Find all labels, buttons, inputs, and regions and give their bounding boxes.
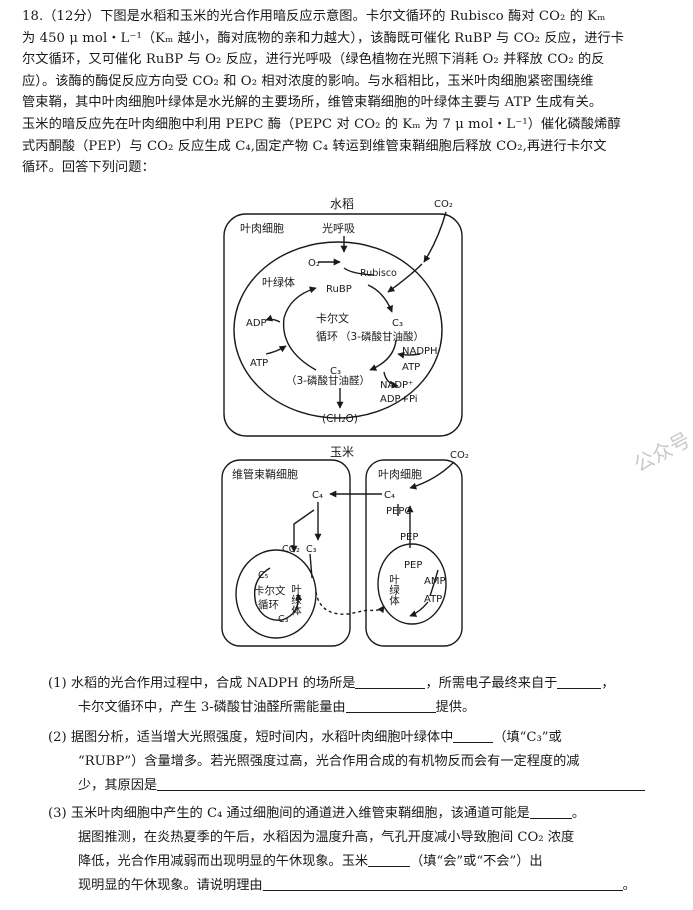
corn-title: 玉米 (330, 445, 354, 459)
q2-line-2: “RUBP”）含量增多。若光照强度过高，光合作用合成的有机物反而会有一定程度的减 (48, 750, 678, 774)
q2-blank-substance[interactable] (453, 728, 494, 743)
corn-bundle-chloroplast-label: 叶绿体 (290, 584, 302, 616)
q3-text: 降低，光合作用减弱而出现明显的午休现象。玉米 (78, 854, 369, 869)
corn-co2-arrow (409, 461, 455, 490)
corn-mesophyll-cell (365, 459, 463, 647)
corn-c4-left-label: C₄ (312, 490, 323, 501)
corn-c3-b-label: C₃ (278, 614, 289, 625)
rice-c3-top-note: （3-磷酸甘油酸） (340, 330, 424, 343)
rice-nadph-label: NADPH (402, 346, 438, 357)
intro-line: 尔文循环，又可催化 RuBP 与 O₂ 反应，进行光呼吸（绿色植物在光照下消耗 … (22, 52, 605, 68)
q3-blank-reason[interactable] (262, 876, 623, 891)
q1-text: (1) 水稻的光合作用过程中，合成 NADPH 的场所是 (48, 676, 356, 691)
intro-line: 18.（12分）下图是水稻和玉米的光合作用暗反应示意图。卡尔文循环的 Rubis… (22, 9, 606, 24)
rice-o2-label: O₂ (308, 258, 320, 269)
q3-blank-channel[interactable] (529, 804, 572, 819)
q3-line-3: 降低，光合作用减弱而出现明显的午休现象。玉米 （填“会”或“不会”）出 (48, 850, 678, 874)
rice-co2-arrow (423, 211, 447, 263)
q2-text: “RUBP”）含量增多。若光照强度过高，光合作用合成的有机物反而会有一定程度的减 (78, 754, 580, 769)
rice-adp-label: ADP (246, 318, 267, 329)
corn-mesophyll-chloroplast-label: 叶绿体 (388, 574, 400, 606)
q3-text: 。 (622, 878, 636, 893)
rice-mesophyll-label: 叶肉细胞 (240, 222, 284, 235)
corn-mesophyll-chloroplast (377, 543, 447, 625)
corn-co2-label: CO₂ (450, 450, 469, 461)
rice-chloroplast-label: 叶绿体 (262, 275, 295, 289)
vertical-label: 叶绿体 (290, 584, 302, 616)
question-3: (3) 玉米叶肉细胞中产生的 C₄ 通过细胞间的通道进入维管束鞘细胞，该通道可能… (48, 802, 678, 898)
rice-title: 水稻 (330, 197, 354, 211)
rice-photorespiration-label: 光呼吸 (322, 221, 355, 235)
intro-line: 循环。回答下列问题： (22, 160, 155, 176)
q3-line-1: (3) 玉米叶肉细胞中产生的 C₄ 通过细胞间的通道进入维管束鞘细胞，该通道可能… (48, 802, 678, 826)
rice-adp-pi-label: ADP+Pi (380, 394, 418, 405)
corn-pepc-label: PEPC (386, 506, 411, 517)
q1-blank-electron[interactable] (557, 674, 602, 689)
question-1: (1) 水稻的光合作用过程中，合成 NADPH 的场所是，所需电子最终来自于， … (48, 672, 678, 720)
q3-text: 现明显的午休现象。请说明理由 (78, 878, 263, 893)
corn-c4-right-label: C₄ (384, 490, 395, 501)
question-intro: 18.（12分）下图是水稻和玉米的光合作用暗反应示意图。卡尔文循环的 Rubis… (22, 6, 674, 179)
corn-bundle-sheath-label: 维管束鞘细胞 (232, 467, 298, 481)
corn-amp-label: AMP (424, 576, 446, 587)
q3-blank-yes-no[interactable] (368, 852, 411, 867)
corn-c3-a-label: C₃ (306, 544, 317, 555)
rice-rubp-label: RuBP (326, 284, 352, 295)
corn-mesophyll-label: 叶肉细胞 (378, 468, 422, 481)
rice-co2-label: CO₂ (434, 199, 453, 210)
q1-line-1: (1) 水稻的光合作用过程中，合成 NADPH 的场所是 ，所需电子最终来自于 ， (48, 672, 678, 696)
rice-atp-right-label: ATP (402, 362, 420, 373)
rice-calvin-label-1: 卡尔文 (316, 311, 349, 325)
corn-atp-label: ATP (424, 594, 442, 605)
corn-bundle-sheath-cell (221, 459, 351, 647)
q1-text: 卡尔文循环中，产生 3-磷酸甘油醛所需能量由 (78, 700, 346, 715)
q1-text: ， (601, 676, 615, 691)
q3-line-4: 现明显的午休现象。请说明理由 。 (48, 874, 678, 898)
q2-text: 少，其原因是 (78, 778, 158, 793)
q3-text: （填“会”或“不会”）出 (410, 854, 543, 869)
q2-text: (2) 据图分析，适当增大光照强度，短时间内，水稻叶肉细胞叶绿体中 (48, 730, 454, 745)
rice-chloroplast (233, 241, 443, 419)
rice-c3-bottom-note: （3-磷酸甘油醛） (286, 374, 370, 387)
intro-line: 式丙酮酸（PEP）与 CO₂ 反应生成 C₄,固定产物 C₄ 转运到维管束鞘细胞… (22, 138, 607, 154)
q1-text: ，所需电子最终来自于 (425, 676, 558, 691)
q1-text: 提供。 (435, 700, 476, 715)
corn-pep-out-label: PEP (400, 532, 418, 543)
rice-regeneration-arrow (282, 286, 317, 371)
rice-atp-left-label: ATP (250, 358, 268, 369)
q2-blank-reason[interactable] (157, 776, 646, 791)
intro-line: 管束鞘，其中叶肉细胞叶绿体是水光解的主要场所，维管束鞘细胞的叶绿体主要与 ATP… (22, 95, 603, 111)
rice-c3-top-label: C₃ (392, 318, 403, 329)
rice-rubp-to-c3-arrow (367, 284, 393, 313)
q2-line-3: 少，其原因是 (48, 774, 678, 798)
q3-line-2: 据图推测，在炎热夏季的午后，水稻因为温度升高，气孔开度减小导致胞间 CO₂ 浓度 (48, 826, 678, 850)
corn-co2-inner-label: CO₂ (282, 544, 300, 555)
intro-line: 应）。该酶的酶促反应方向受 CO₂ 和 O₂ 相对浓度的影响。与水稻相比，玉米叶… (22, 73, 594, 89)
q1-blank-energy[interactable] (345, 698, 436, 713)
q3-text: 。 (571, 806, 586, 821)
corn-calvin-label-1: 卡尔文 (254, 584, 286, 597)
q2-text: （填“C₃”或 (493, 730, 562, 745)
q1-line-2: 卡尔文循环中，产生 3-磷酸甘油醛所需能量由 提供。 (48, 696, 678, 720)
q3-text: (3) 玉米叶肉细胞中产生的 C₄ 通过细胞间的通道进入维管束鞘细胞，该通道可能… (48, 806, 530, 821)
rice-nadp-label: NADP⁺ (380, 380, 413, 391)
rice-rubisco-label: Rubisco (360, 268, 397, 279)
corn-pep-in-label: PEP (404, 560, 422, 571)
rice-mesophyll-cell (223, 213, 463, 437)
intro-line: 为 450 μ mol・L⁻¹（Kₘ 越小，酶对底物的亲和力越大），该酶既可催化… (22, 30, 625, 46)
q1-blank-site[interactable] (355, 674, 426, 689)
intro-line: 玉米的暗反应先在叶肉细胞中利用 PEPC 酶（PEPC 对 CO₂ 的 Kₘ 为… (22, 116, 621, 132)
corn-calvin-label-2: 循环 (258, 598, 279, 611)
corn-c5-label: C₅ (258, 570, 269, 581)
q2-line-1: (2) 据图分析，适当增大光照强度，短时间内，水稻叶肉细胞叶绿体中 （填“C₃”或 (48, 726, 678, 750)
question-2: (2) 据图分析，适当增大光照强度，短时间内，水稻叶肉细胞叶绿体中 （填“C₃”或… (48, 726, 678, 798)
rice-ch2o-label: (CH₂O) (322, 413, 358, 425)
q3-text: 据图推测，在炎热夏季的午后，水稻因为温度升高，气孔开度减小导致胞间 CO₂ 浓度 (78, 830, 575, 845)
rice-calvin-label-2: 循环 (316, 330, 338, 343)
rice-c3-bottom-label: C₃ (330, 366, 341, 377)
